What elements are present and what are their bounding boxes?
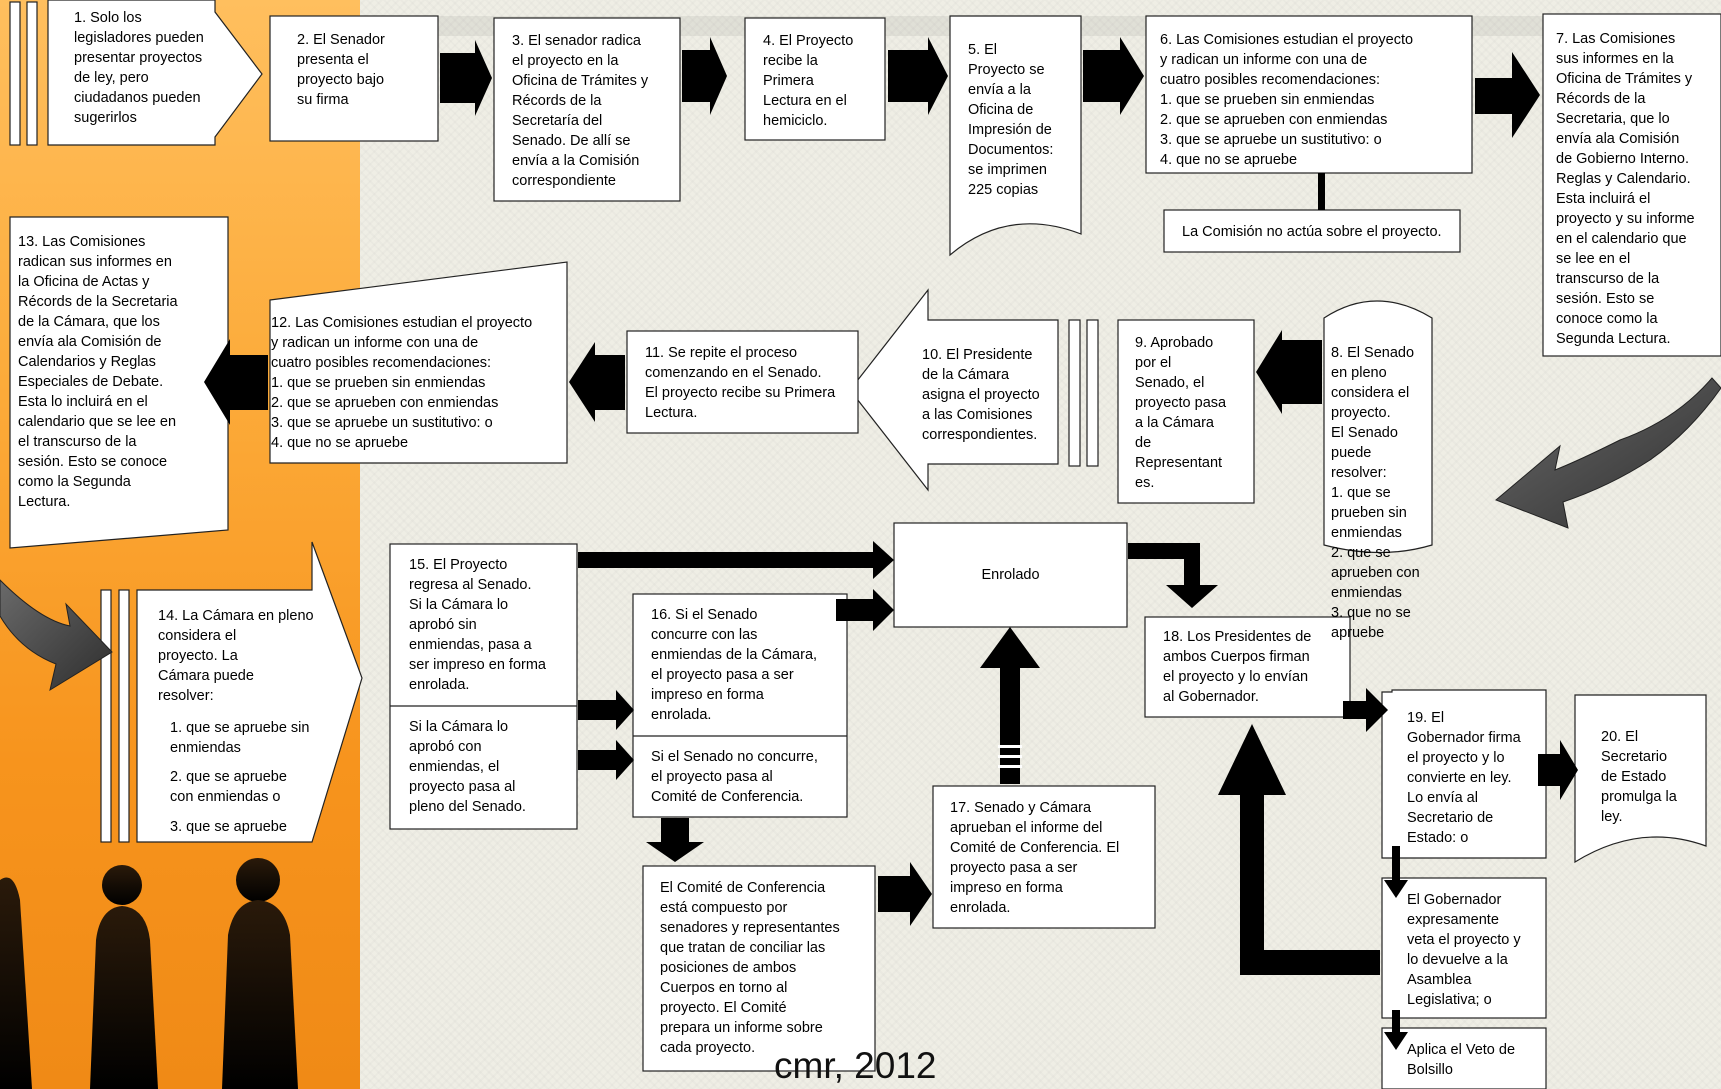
step-9-text: 9. Aprobado por el Senado, el proyecto p… [1135,335,1227,491]
conference-box [642,865,876,1072]
step-3-text: 3. El senador radica el proyecto en la O… [512,33,649,189]
step-17-box [932,785,1156,929]
step-4-text: 4. El Proyecto recibe la Primera Lectura… [763,33,854,129]
step-8-scroll [1323,300,1433,554]
step-14-arrow-shape [136,541,363,843]
arrow-16-conference [646,818,704,862]
arrow-17-enrolado [980,627,1040,784]
arrow-3-4 [682,37,727,115]
arrow-12-13 [204,339,268,425]
pocket-veto-box [1381,1027,1547,1089]
step-14-option-2: 2. que se apruebe con enmiendas o [170,769,287,805]
step-4-box [744,17,886,141]
step-5-text: 5. El Proyecto se envía a la Oficina de … [968,42,1054,198]
veto-text: El Gobernador expresamente veta el proye… [1407,892,1521,1008]
step-13-text: 13. Las Comisiones radican sus informes … [18,234,178,510]
arrow-19-veto [1384,846,1408,898]
enrolado-text: Enrolado [981,567,1040,583]
step-9-box [1117,319,1255,504]
orange-side-panel [0,0,360,1089]
arrow-6-7 [1475,52,1540,138]
arrow-2-3 [440,40,492,116]
step-11-text: 11. Se repite el proceso comenzando en e… [645,345,836,421]
step-15-text-a: 15. El Proyecto regresa al Senado. Si la… [409,557,546,693]
double-bar-c1 [100,589,112,843]
arrow-8-9 [1256,330,1322,414]
step-6b-box [1163,209,1461,253]
step-1-text: 1. Solo los legisladores pueden presenta… [74,10,204,126]
arrow-5-6 [1083,37,1144,115]
arrow-veto-18 [1218,724,1380,975]
people-silhouettes [0,858,298,1089]
arrow-15b-16 [578,740,634,780]
arrow-15-enrolado [578,541,894,579]
step-18-text: 18. Los Presidentes de ambos Cuerpos fir… [1163,629,1312,705]
step-11-box [626,330,859,434]
step-2-text: 2. El Senador presenta el proyecto bajo … [297,32,385,108]
step-16-box [632,593,848,818]
arrow-19-20 [1538,740,1578,800]
arrow-4-5 [888,37,948,115]
curved-arrow-8 [1495,377,1721,529]
veto-box [1381,877,1547,1019]
step-6-box [1145,15,1473,174]
step-20-document [1574,694,1707,864]
step-6b-text: La Comisión no actúa sobre el proyecto. [1182,224,1442,240]
arrow-11-12 [569,342,625,422]
arrow-16-enrolado [836,589,894,631]
step-10-arrow-shape [849,288,1059,492]
step-8-text: 8. El Senado en pleno considera el proye… [1331,345,1420,641]
arrow-veto-pocket [1384,1010,1408,1050]
arrow-18-19 [1343,688,1388,732]
step-14-option-1: 1. que se apruebe sin enmiendas [170,720,310,756]
step-16-text-b: Si el Senado no concurre, el proyecto pa… [651,749,818,805]
step-16-text-a: 16. Si el Senado concurre con las enmien… [651,607,818,723]
step-5-document [949,15,1082,257]
step-3-box [493,17,681,202]
double-bar-b1 [1068,319,1081,467]
step-10-text: 10. El Presidente de la Cámara asigna el… [922,347,1040,443]
step-6-text: 6. Las Comisiones estudian el proyecto y… [1160,32,1414,168]
step-7-text: 7. Las Comisiones sus informes en la Ofi… [1556,31,1695,347]
band-3 [998,765,1022,768]
step-12-card [269,261,568,464]
conference-text: El Comité de Conferencia está compuesto … [660,880,840,1056]
connector-6-6b [1318,173,1325,210]
step-15-text-b: Si la Cámara lo aprobó con enmiendas, el… [409,719,526,815]
enrolado-box [893,522,1128,628]
step-18-box [1144,616,1351,718]
step-1-arrow-shape [47,0,263,146]
pocket-veto-text: Aplica el Veto de Bolsillo [1407,1042,1516,1078]
curved-arrow-14 [0,579,113,692]
step-20-text: 20. El Secretario de Estado promulga la … [1601,729,1677,825]
step-14-header: 14. La Cámara en pleno considera el proy… [158,608,314,704]
arrow-conference-17 [878,862,932,926]
step-13-card [9,216,229,549]
arrow-15a-16 [578,690,634,730]
step-7-box [1542,13,1721,357]
double-bar-b2 [1086,319,1099,467]
step-19-text: 19. El Gobernador firma el proyecto y lo… [1407,710,1521,846]
double-bar-a1 [9,1,21,146]
arrow-enrolado-18 [1128,543,1218,608]
step-14-option-3: 3. que se apruebe [170,819,287,835]
credit-text: cmr, 2012 [774,1045,937,1086]
step-2-box [269,15,439,142]
double-bar-a2 [26,1,38,146]
step-17-text: 17. Senado y Cámara aprueban el informe … [950,800,1120,916]
step-12-text: 12. Las Comisiones estudian el proyecto … [271,315,533,451]
band-1 [998,745,1022,748]
step-15-box [389,543,578,830]
double-bar-c2 [118,589,130,843]
band-2 [998,755,1022,758]
